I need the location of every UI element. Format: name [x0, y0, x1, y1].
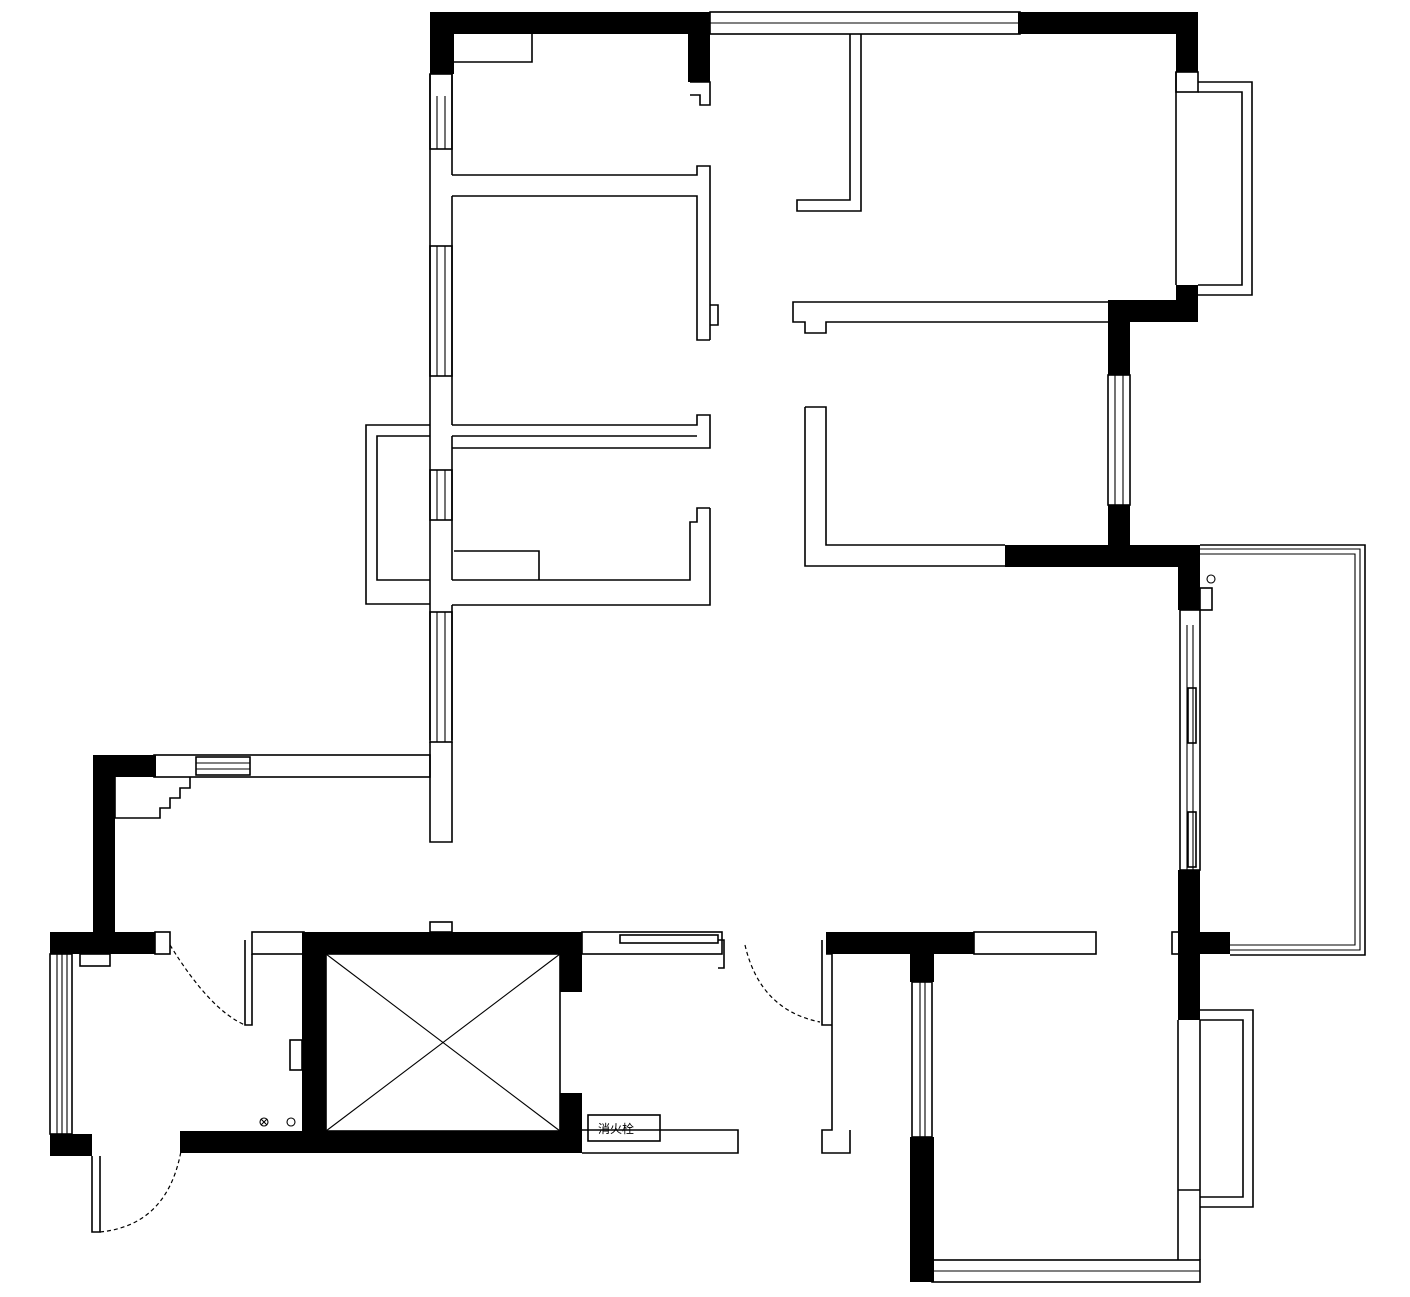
fire-hydrant-label: 消火栓 [598, 1121, 634, 1136]
entry-room [49, 931, 246, 1233]
west-wing-walls [93, 742, 453, 935]
door-swing-entry [99, 1144, 183, 1233]
valve-icon [259, 1117, 269, 1127]
door-swing-hall [169, 944, 246, 1026]
drain-icon [286, 1117, 296, 1127]
corridor-south: 消火栓 [581, 931, 821, 1154]
master-bedroom [792, 34, 1253, 334]
stair-core [180, 921, 582, 1153]
door-swing-corridor [744, 944, 821, 1023]
southeast-bedroom [826, 931, 1254, 1283]
north-wing-walls [429, 11, 1198, 740]
southeast-corridor [821, 940, 851, 1154]
living-east-wall [1171, 545, 1230, 1020]
bedroom-1 [452, 34, 711, 340]
study-room [804, 300, 1200, 567]
balcony-east [1200, 544, 1366, 956]
bedroom-windows-left [429, 73, 453, 743]
fire-hydrant-box [587, 1114, 661, 1142]
bedroom-3 [452, 414, 711, 606]
bedroom-2 [452, 195, 719, 341]
bay-window-west [365, 424, 430, 605]
shaft-cross-b [325, 953, 561, 1132]
